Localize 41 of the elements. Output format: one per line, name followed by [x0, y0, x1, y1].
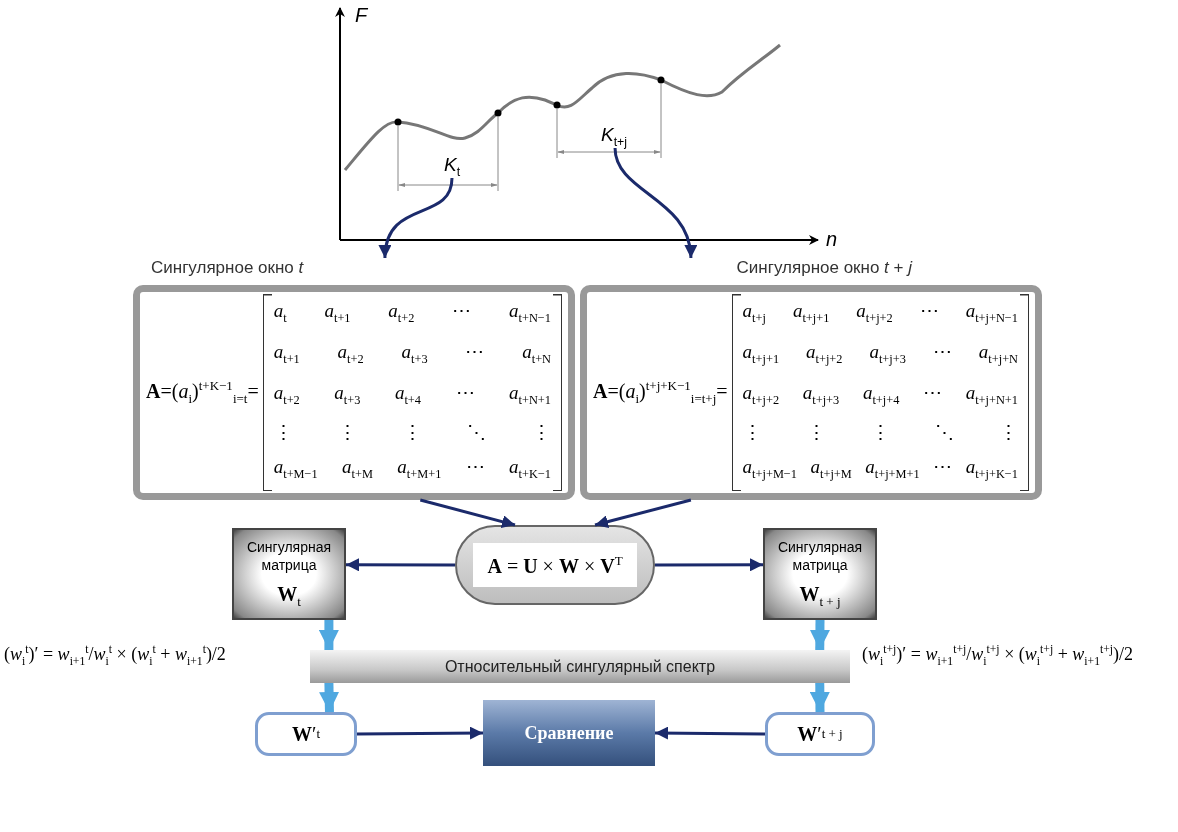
arrow — [419, 498, 516, 528]
arrow — [319, 682, 340, 713]
arrow — [809, 682, 830, 713]
matrix-row-text: a$_{t+1}$ a$_{t+2}$ a$_{t+3}$ ⋯ a$_{t+N}$ — [273, 339, 551, 368]
segment-label: K$_{t}$ — [432, 154, 472, 178]
matrix-row-text: a$_{t+2}$ a$_{t+3}$ a$_{t+4}$ ⋯ a$_{t+N+1}$ — [273, 380, 551, 409]
segment-label: K$_{t+j}$ — [588, 124, 640, 148]
matrix-symbol: W$_{t}$ — [277, 583, 301, 611]
matrix-row-text: a$_{t+j}$ a$_{t+j+1}$ a$_{t+j+2}$ ⋯ a$_{t+j+N−1}$ — [742, 298, 1018, 327]
arrow — [357, 726, 483, 740]
arrow — [379, 177, 454, 259]
formula-text: A=(a$_{i}$)$^{t+K−1}$$_{i=t}$= — [146, 378, 259, 407]
matrix-row-text: ⋮ ⋮ ⋮ ⋱ ⋮ — [742, 421, 1018, 446]
axis-label: n — [826, 227, 838, 252]
matrix-row-text: a$_{t+M−1}$ a$_{t+M}$ a$_{t+M+1}$ ⋯ a$_{t+K−1}$ — [273, 455, 551, 484]
matrix-row-text: a$_{t+j+M−1}$ a$_{t+j+M}$ a$_{t+j+M+1}$ ⋯ a$_{t+j+K−1}$ — [742, 455, 1018, 484]
axis-label: F — [355, 3, 368, 28]
comparison-box: Сравнение — [483, 700, 655, 766]
arrow — [594, 498, 692, 528]
arrow — [318, 620, 339, 650]
matrix-row-text: a$_{t+j+1}$ a$_{t+j+2}$ a$_{t+j+3}$ ⋯ a$_{t+j+N}$ — [742, 339, 1018, 368]
process-band: Относительный сингулярный спектр — [310, 650, 850, 683]
arrow — [613, 147, 696, 259]
arrow — [655, 726, 765, 740]
window-heading: Сингулярное окно t + j — [736, 258, 912, 277]
arrow — [809, 619, 830, 651]
arrow — [346, 558, 455, 572]
matrix-row-text: ⋮ ⋮ ⋮ ⋱ ⋮ — [273, 421, 551, 446]
formula-text: A = U × W × V$^{T}$ — [473, 542, 637, 588]
matrix-row-text: a$_{t}$ a$_{t+1}$ a$_{t+2}$ ⋯ a$_{t+N−1}$ — [273, 298, 551, 327]
formula-text: A=(a$_{i}$)$^{t+j+K−1}$$_{i=t+j}$= — [593, 378, 728, 407]
arrow — [655, 558, 763, 572]
matrix-card — [232, 528, 346, 620]
card-title: Сингулярная матрица — [245, 537, 333, 575]
card-title: Сингулярная матрица — [776, 537, 864, 575]
matrix-card — [763, 528, 877, 620]
window-heading: Сингулярное окно t — [151, 258, 304, 277]
formula-text: (w$_{i}$$^{t}$)′ = w$_{i+1}$$^{t}$/w$_{i}$$^{t}$ × (w$_{i}$$^{t}$ + w$_{i+1}$$^{t}$)/2 — [4, 642, 227, 669]
matrix-symbol: W$_{t + j}$ — [799, 583, 841, 611]
formula-text: (w$_{i}$$^{t+j}$)′ = w$_{i+1}$$^{t+j}$/w$_{i}$$^{t+j}$ × (w$_{i}$$^{t+j}$ + w$_{i+1}$$^{t+j}$)/2 — [862, 642, 1135, 669]
matrix-row-text: a$_{t+j+2}$ a$_{t+j+3}$ a$_{t+j+4}$ ⋯ a$_{t+j+N+1}$ — [742, 380, 1018, 409]
